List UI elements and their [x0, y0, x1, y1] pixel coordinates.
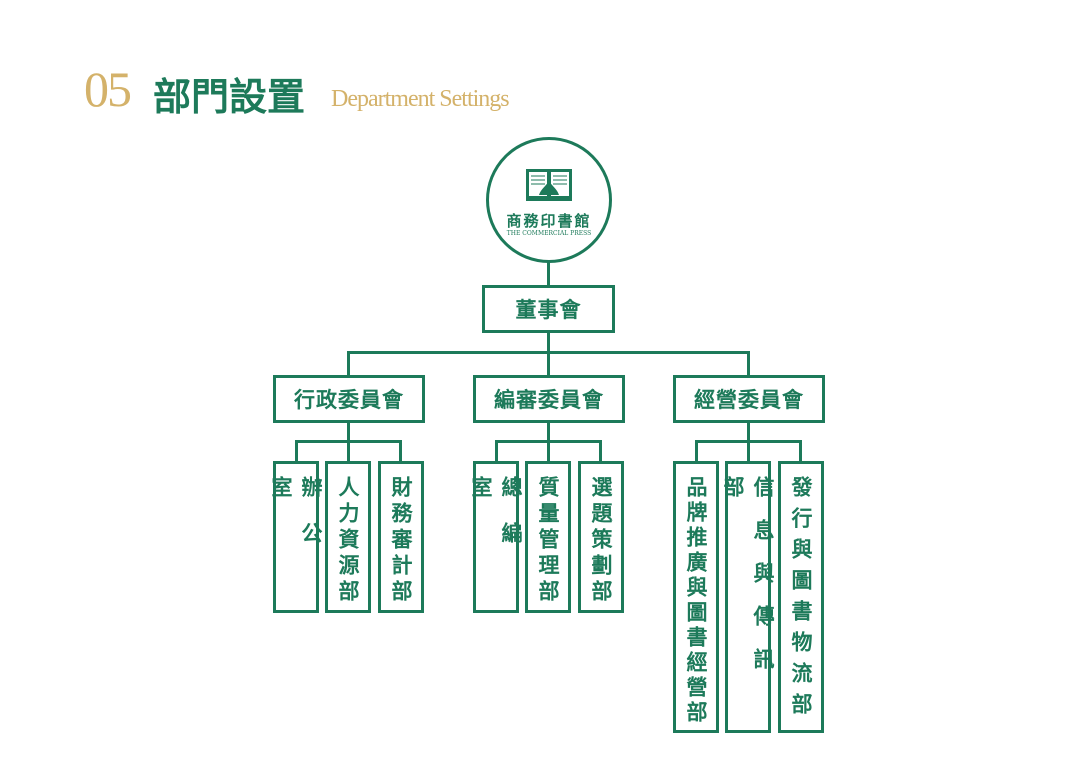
committee-label: 編審委員會: [494, 387, 604, 412]
logo-english-text: THE COMMERCIAL PRESS: [506, 230, 592, 237]
connector: [547, 440, 550, 463]
committee-admin: 行政委員會: [273, 375, 425, 423]
committee-editorial: 編審委員會: [473, 375, 625, 423]
connector: [799, 440, 802, 463]
department-box: 辦公室: [269, 461, 324, 613]
open-book-icon: [526, 169, 572, 201]
connector: [295, 440, 298, 463]
page-title: 部門設置: [153, 74, 306, 119]
department-label: 總編室: [469, 476, 524, 568]
department-box: 發行與圖書物流部: [778, 461, 824, 733]
connector: [547, 420, 550, 442]
connector: [695, 440, 698, 463]
connector: [547, 260, 550, 286]
page-subtitle: Department Settings: [331, 86, 510, 112]
committee-operations: 經營委員會: [673, 375, 825, 423]
department-label: 信息與傳訊部: [721, 476, 776, 691]
logo-chinese-text: 商務印書館: [506, 212, 592, 230]
department-box: 財務審計部: [378, 461, 424, 613]
department-box: 總編室: [469, 461, 524, 613]
department-box: 質量管理部: [525, 461, 571, 613]
department-box: 選題策劃部: [578, 461, 624, 613]
connector: [547, 351, 550, 376]
committee-label: 經營委員會: [694, 387, 804, 412]
connector: [547, 330, 550, 353]
department-box: 人力資源部: [325, 461, 371, 613]
department-label: 財務審計部: [389, 476, 414, 606]
connector: [347, 440, 350, 463]
department-label: 質量管理部: [536, 476, 561, 606]
connector: [347, 420, 350, 442]
connector: [747, 420, 750, 442]
department-label: 品牌推廣與圖書經營部: [684, 476, 709, 726]
department-label: 選題策劃部: [589, 476, 614, 606]
section-number: 05: [84, 61, 132, 117]
committee-label: 行政委員會: [294, 387, 404, 412]
board-label: 董事會: [515, 297, 582, 322]
department-box: 信息與傳訊部: [721, 461, 776, 733]
department-label: 辦公室: [269, 476, 324, 568]
department-label: 人力資源部: [336, 476, 361, 606]
connector: [747, 351, 750, 376]
connector: [347, 351, 350, 376]
connector: [495, 440, 498, 463]
connector: [399, 440, 402, 463]
commercial-press-logo: 商務印書館 THE COMMERCIAL PRESS: [486, 137, 612, 263]
department-box: 品牌推廣與圖書經營部: [673, 461, 719, 733]
connector: [747, 440, 750, 463]
department-label: 發行與圖書物流部: [789, 476, 814, 724]
board-box: 董事會: [482, 285, 615, 333]
connector: [599, 440, 602, 463]
